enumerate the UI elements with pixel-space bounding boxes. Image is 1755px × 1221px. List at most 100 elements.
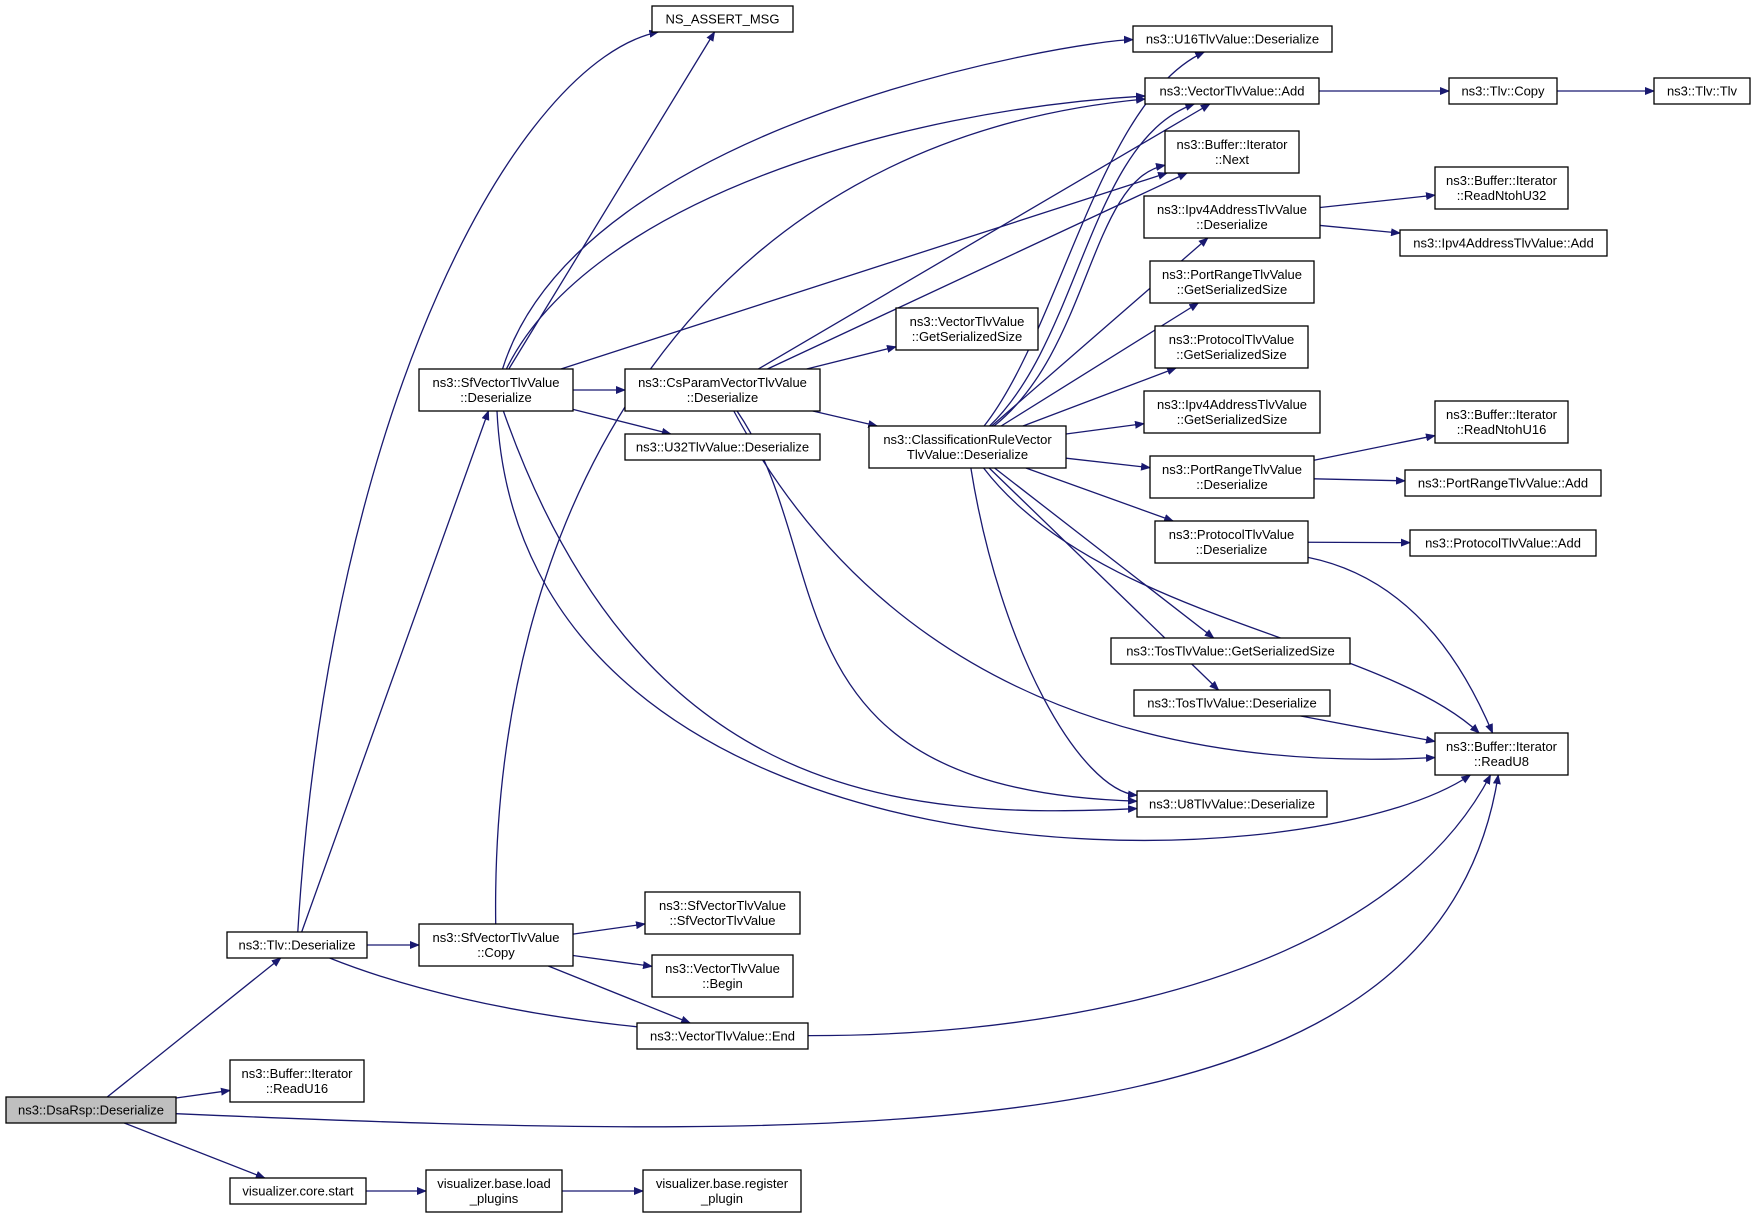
node-box xyxy=(1434,732,1569,776)
node-label: ::GetSerializedSize xyxy=(1177,282,1288,297)
edge-sf-copy-to-vec-begin xyxy=(572,954,653,970)
node-label: ::Begin xyxy=(702,976,742,991)
edge-cs-des-to-vec-add xyxy=(757,103,1211,370)
node-label: ns3::TosTlvValue::GetSerializedSize xyxy=(1126,644,1335,659)
node-pt-gss: ns3::ProtocolTlvValue::GetSerializedSize xyxy=(1154,325,1309,369)
node-label: ns3::PortRangeTlvValue xyxy=(1162,462,1302,477)
node-label: ns3::CsParamVectorTlvValue xyxy=(638,375,807,390)
edge-cr-des-to-tos-gss xyxy=(994,467,1215,639)
edge-cs-des-to-u8-des xyxy=(736,410,1138,805)
node-box xyxy=(1448,77,1558,105)
node-tos-gss: ns3::TosTlvValue::GetSerializedSize xyxy=(1110,637,1351,665)
edge-cr-des-to-buf-next xyxy=(993,163,1166,427)
node-box xyxy=(1154,325,1309,369)
node-label: ::Deserialize xyxy=(460,390,532,405)
node-label: ns3::ProtocolTlvValue xyxy=(1169,527,1295,542)
edge-ip-des-to-ip-add xyxy=(1319,224,1401,237)
node-label: ns3::U16TlvValue::Deserialize xyxy=(1146,32,1319,47)
node-box xyxy=(1149,260,1315,304)
edge-pr-des-to-buf-n16 xyxy=(1313,433,1436,461)
node-viz-load: visualizer.base.load_plugins xyxy=(425,1169,563,1213)
node-buf-n32: ns3::Buffer::Iterator::ReadNtohU32 xyxy=(1434,166,1569,210)
node-label: _plugin xyxy=(700,1191,743,1206)
edge-sf-des-to-assert xyxy=(508,31,716,370)
node-label: ns3::U32TlvValue::Deserialize xyxy=(636,440,809,455)
node-box xyxy=(1399,229,1608,257)
node-label: ns3::Buffer::Iterator xyxy=(1446,173,1558,188)
edge-sf-des-to-u8-des xyxy=(502,410,1138,814)
nodes-layer: ns3::DsaRsp::Deserializens3::Tlv::Deseri… xyxy=(5,5,1751,1213)
edge-sf-des-to-u32-des xyxy=(572,408,672,436)
edge-sf-copy-to-sf-ctor xyxy=(572,921,646,935)
node-label: ns3::ProtocolTlvValue::Add xyxy=(1425,536,1581,551)
node-label: ::Copy xyxy=(477,945,515,960)
node-vec-begin: ns3::VectorTlvValue::Begin xyxy=(651,954,794,998)
node-label: ns3::SfVectorTlvValue xyxy=(659,898,786,913)
node-label: ns3::Tlv::Tlv xyxy=(1667,84,1738,99)
node-vec-gss: ns3::VectorTlvValue::GetSerializedSize xyxy=(895,307,1039,351)
edge-tos-des-to-buf-u8 xyxy=(1300,715,1436,744)
edge-cr-des-to-vec-add xyxy=(989,103,1196,427)
node-box xyxy=(1164,130,1300,174)
node-label: visualizer.base.load xyxy=(437,1176,550,1191)
node-box xyxy=(651,954,794,998)
node-label: ns3::TosTlvValue::Deserialize xyxy=(1147,696,1317,711)
node-viz-start: visualizer.core.start xyxy=(229,1177,367,1205)
node-label: NS_ASSERT_MSG xyxy=(666,12,780,27)
node-box xyxy=(1653,77,1751,105)
edge-tlv-des-to-buf-u8 xyxy=(329,774,1492,1037)
node-label: visualizer.base.register xyxy=(656,1176,789,1191)
edge-cs-des-to-buf-u8 xyxy=(733,410,1436,762)
node-box xyxy=(1149,455,1315,499)
node-u32-des: ns3::U32TlvValue::Deserialize xyxy=(624,433,821,461)
node-pr-des: ns3::PortRangeTlvValue::Deserialize xyxy=(1149,455,1315,499)
node-box xyxy=(1133,689,1331,717)
node-label: ns3::Buffer::Iterator xyxy=(1446,739,1558,754)
edge-cr-des-to-pt-des xyxy=(1025,467,1175,522)
node-ip-add: ns3::Ipv4AddressTlvValue::Add xyxy=(1399,229,1608,257)
node-label: ns3::PortRangeTlvValue::Add xyxy=(1418,476,1588,491)
node-box xyxy=(895,307,1039,351)
edge-tlv-des-to-assert xyxy=(297,29,660,933)
node-box xyxy=(5,1096,177,1124)
node-box xyxy=(1136,790,1328,818)
node-label: ns3::PortRangeTlvValue xyxy=(1162,267,1302,282)
edge-tlv-des-to-sf-des xyxy=(301,410,490,933)
node-label: ns3::ClassificationRuleVector xyxy=(883,432,1052,447)
node-box xyxy=(1434,400,1569,444)
edge-root-to-buf-u16 xyxy=(175,1087,231,1099)
node-buf-u8: ns3::Buffer::Iterator::ReadU8 xyxy=(1434,732,1569,776)
node-viz-reg: visualizer.base.register_plugin xyxy=(642,1169,802,1213)
node-pt-des: ns3::ProtocolTlvValue::Deserialize xyxy=(1154,520,1309,564)
node-u8-des: ns3::U8TlvValue::Deserialize xyxy=(1136,790,1328,818)
node-box xyxy=(624,433,821,461)
edge-sf-des-to-buf-u8 xyxy=(496,410,1472,842)
node-box xyxy=(226,931,368,959)
edge-cr-des-to-u8-des xyxy=(970,467,1138,799)
node-sf-copy: ns3::SfVectorTlvValue::Copy xyxy=(418,923,574,967)
node-assert: NS_ASSERT_MSG xyxy=(651,5,794,33)
node-box xyxy=(651,5,794,33)
edge-root-to-viz-start xyxy=(123,1122,266,1179)
node-box xyxy=(229,1177,367,1205)
node-ip-gss: ns3::Ipv4AddressTlvValue::GetSerializedS… xyxy=(1143,390,1321,434)
node-box xyxy=(1143,195,1321,239)
node-pr-gss: ns3::PortRangeTlvValue::GetSerializedSiz… xyxy=(1149,260,1315,304)
edge-sf-copy-to-vec-end xyxy=(548,965,692,1024)
edge-cs-des-to-cr-des xyxy=(812,410,879,428)
node-label: ns3::Buffer::Iterator xyxy=(241,1066,353,1081)
node-label: ns3::VectorTlvValue::End xyxy=(650,1029,795,1044)
node-label: ns3::Tlv::Copy xyxy=(1461,84,1545,99)
node-vec-end: ns3::VectorTlvValue::End xyxy=(636,1022,809,1050)
edge-sf-des-to-vec-add xyxy=(505,92,1146,370)
node-box xyxy=(1132,25,1333,53)
edge-root-to-buf-u8 xyxy=(175,774,1501,1128)
node-label: ns3::VectorTlvValue xyxy=(910,314,1025,329)
edge-pr-des-to-pr-add xyxy=(1313,476,1406,485)
node-label: ns3::U8TlvValue::Deserialize xyxy=(1149,797,1315,812)
node-u16-des: ns3::U16TlvValue::Deserialize xyxy=(1132,25,1333,53)
node-box xyxy=(868,425,1067,469)
edge-cr-des-to-pr-gss xyxy=(1000,302,1200,427)
node-root: ns3::DsaRsp::Deserialize xyxy=(5,1096,177,1124)
node-sf-ctor: ns3::SfVectorTlvValue::SfVectorTlvValue xyxy=(644,891,801,935)
